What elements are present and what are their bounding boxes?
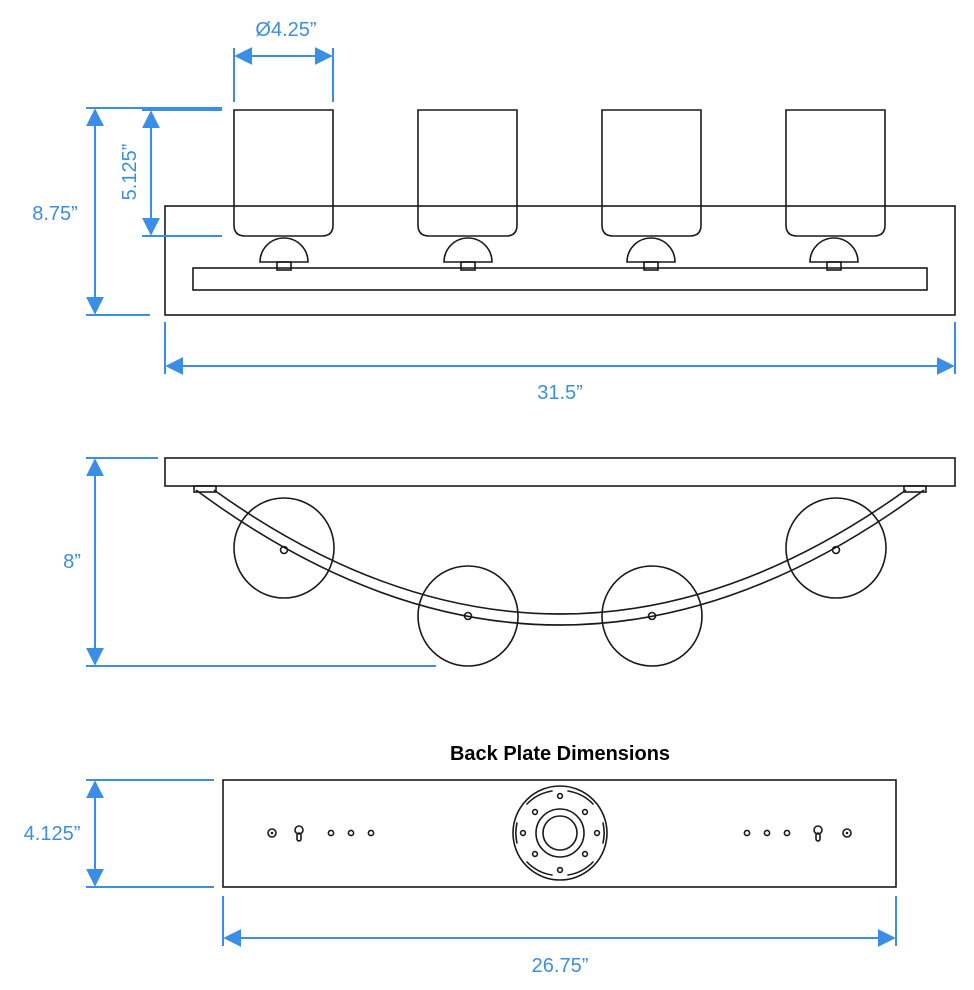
back-plate-width-label: 26.75” (532, 955, 589, 977)
total-width-dimension: 31.5” (164, 322, 956, 404)
shade-diameter-dimension: Ø4.25” (233, 19, 334, 102)
shade-height-label: 5.125” (119, 144, 141, 201)
shade-4 (785, 109, 886, 271)
back-plate-height-dimension: 4.125” (24, 779, 214, 888)
curved-arm-inner (213, 489, 907, 615)
shade-2 (417, 109, 518, 271)
arm-bar (192, 267, 928, 291)
shade-top-2 (417, 565, 519, 667)
backplate-front (164, 205, 956, 316)
right-mounting-holes (743, 825, 852, 842)
back-plate-view: Back Plate Dimensions (24, 743, 897, 977)
back-plate-width-dimension: 26.75” (222, 896, 897, 977)
shade-top-3 (601, 565, 703, 667)
depth-label: 8” (63, 551, 81, 573)
shade-top-1 (233, 497, 335, 599)
total-height-dimension: 8.75” (32, 107, 222, 316)
shade-diameter-label: Ø4.25” (255, 19, 316, 41)
back-plate-title: Back Plate Dimensions (450, 743, 670, 765)
left-mounting-holes (267, 825, 375, 842)
total-height-label: 8.75” (32, 203, 78, 225)
shade-3 (601, 109, 702, 271)
junction-box-hub (512, 785, 608, 881)
curved-arm-outer (195, 489, 925, 626)
backplate-top (164, 457, 956, 487)
total-width-label: 31.5” (537, 382, 583, 404)
front-view: Ø4.25” 5.125” 8.75” 31.5” (32, 19, 956, 404)
shade-1 (233, 109, 334, 271)
back-plate-height-label: 4.125” (24, 823, 81, 845)
shade-top-4 (785, 497, 887, 599)
top-view: 8” (63, 457, 956, 667)
shade-height-dimension: 5.125” (119, 109, 222, 237)
back-plate (222, 779, 897, 888)
depth-dimension: 8” (63, 457, 436, 667)
